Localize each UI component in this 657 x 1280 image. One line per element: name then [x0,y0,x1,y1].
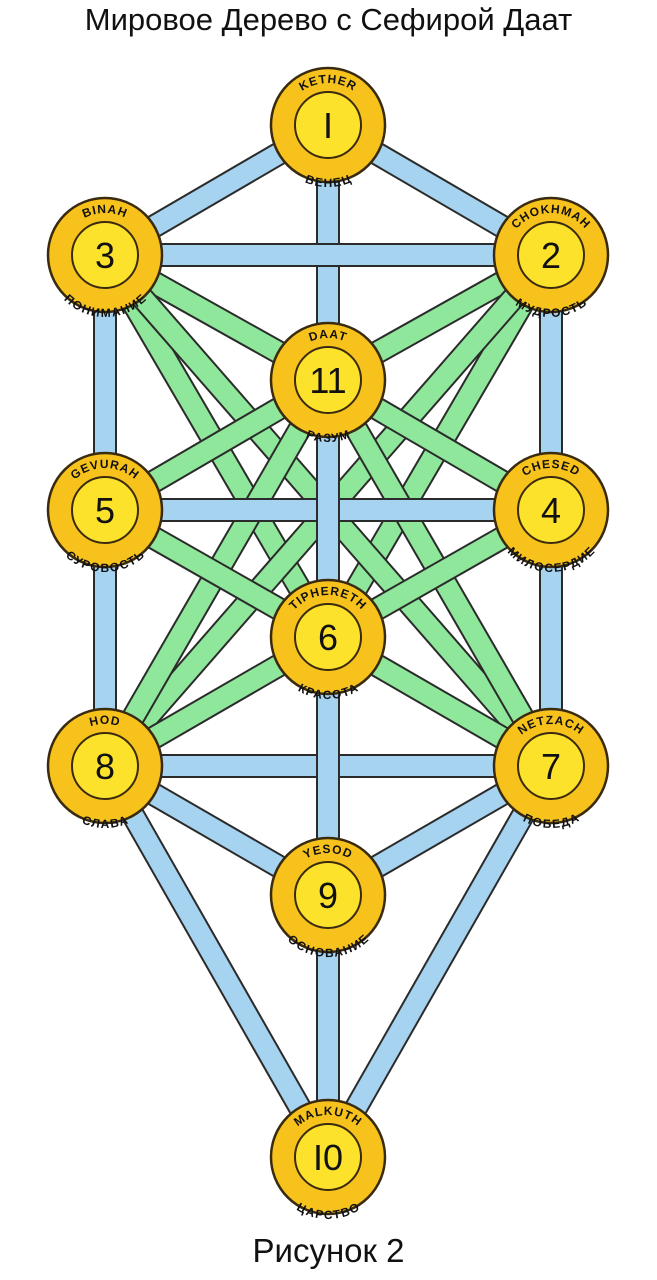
page-title: Мировое Дерево с Сефирой Даат [84,2,573,37]
sephira-latin-name: YESOD [301,842,355,862]
sephira-number: 2 [541,235,561,276]
sephira-hod: 8 HOD СЛАВА [46,707,164,831]
sephira-latin-name: KETHER [297,72,360,94]
figure-caption: Рисунок 2 [252,1232,405,1269]
sephira-number: 8 [95,746,115,787]
sephira-latin-name: BINAH [80,202,130,221]
sephira-number: 4 [541,490,561,531]
sephira-number: 6 [318,617,338,658]
sephira-number: 9 [318,875,338,916]
sephira-number: 5 [95,490,115,531]
path-netzach-malkuth [317,760,562,1163]
sephira-russian-name: СЛАВА [80,813,129,831]
sephira-latin-name: HOD [88,713,122,729]
sephira-number: I [323,105,333,146]
path-hod-malkuth [94,760,339,1163]
sephira-number: 7 [541,746,561,787]
sephira-number: 11 [309,360,346,401]
sephira-russian-name: ЦАРСТВО [295,1200,362,1222]
sephira-number: I0 [313,1137,343,1178]
sephira-latin-name: CHESED [519,457,583,479]
sephira-kether: I KETHER ВЕНЕЦ [269,66,387,190]
sephira-russian-name: ПОБЕДА [521,810,581,831]
sephira-number: 3 [95,235,115,276]
sephira-russian-name: ВЕНЕЦ [304,172,353,190]
